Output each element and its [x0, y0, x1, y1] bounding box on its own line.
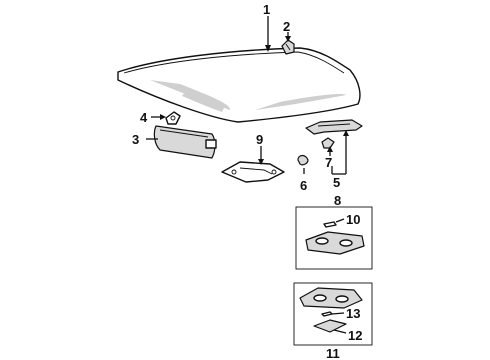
callout-10: 10 — [346, 212, 360, 227]
leader-1 — [265, 16, 271, 52]
callout-12: 12 — [348, 328, 362, 343]
callout-2: 2 — [283, 19, 290, 34]
leader-7 — [327, 146, 333, 156]
leader-13 — [331, 312, 345, 315]
callout-8: 8 — [334, 193, 341, 208]
headliner-panel — [117, 47, 361, 123]
mounting-bracket — [221, 161, 285, 183]
callout-3: 3 — [132, 132, 139, 147]
coat-hook — [297, 154, 309, 166]
assist-grip — [305, 119, 363, 135]
leader-12 — [333, 329, 347, 334]
map-lamp-bulb — [321, 311, 333, 317]
callout-7: 7 — [325, 155, 332, 170]
callout-9: 9 — [256, 132, 263, 147]
sun-visor — [153, 125, 217, 159]
callout-1: 1 — [263, 2, 270, 17]
grip-clip — [321, 137, 335, 149]
dome-lamp-housing — [305, 231, 365, 255]
callout-11: 11 — [326, 346, 340, 360]
leader-4 — [151, 114, 166, 120]
dome-lamp-bulb — [323, 221, 337, 228]
headliner-clip — [281, 39, 295, 55]
map-lamp-group-box — [293, 282, 373, 346]
callout-6: 6 — [300, 178, 307, 193]
callout-5: 5 — [333, 175, 340, 190]
map-lamp-housing — [299, 287, 363, 309]
leader-9 — [258, 146, 264, 165]
leader-10 — [335, 218, 345, 223]
map-lamp-lens — [313, 319, 347, 333]
visor-holder — [165, 111, 181, 125]
callout-4: 4 — [140, 110, 148, 125]
leader-2 — [285, 32, 291, 42]
dome-lamp-group-box — [295, 206, 373, 270]
leader-5 — [331, 130, 349, 175]
callout-13: 13 — [346, 306, 360, 321]
